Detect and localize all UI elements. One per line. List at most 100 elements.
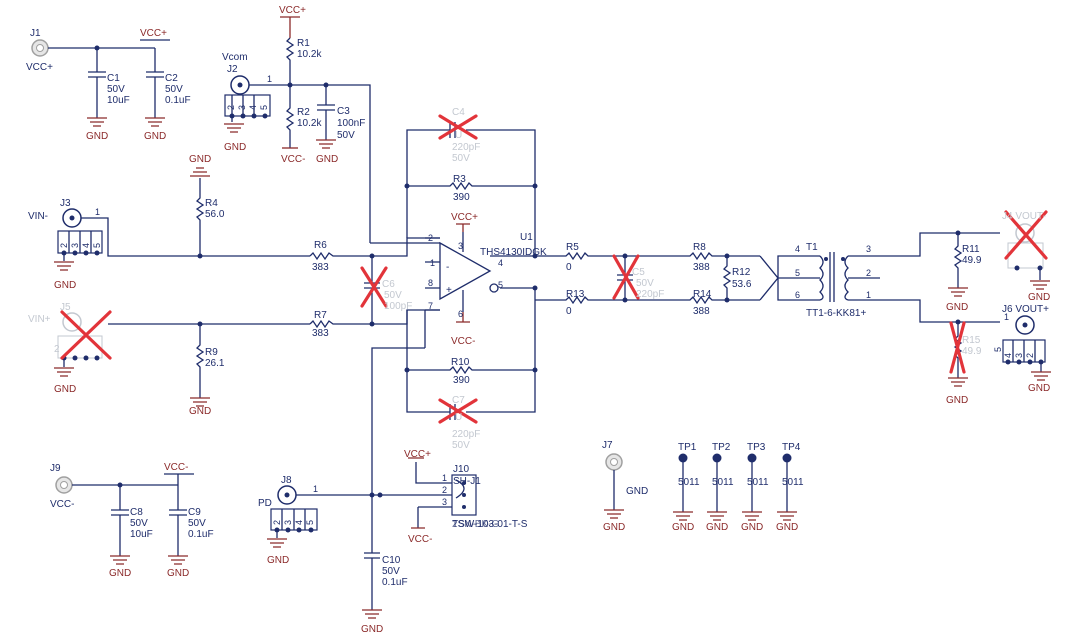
j3-pin-1: 1: [95, 207, 100, 217]
c8-value: 10uF: [130, 529, 153, 540]
vcc-neg-label-j9: VCC-: [164, 462, 188, 473]
r4-value: 56.0: [205, 209, 225, 220]
j1-vcc-pos-supply: [31, 39, 170, 127]
j4-ref: J4 VOUT-: [1002, 211, 1046, 222]
j3-pin-5: 5: [92, 243, 102, 248]
j2-pin-2: 2: [226, 105, 236, 110]
gnd-label-r4: GND: [189, 154, 211, 165]
u1-pin-7: 7: [428, 301, 433, 311]
j3-pin-4: 4: [81, 243, 91, 248]
j1-ref: J1: [30, 28, 41, 39]
tp4-ref: TP4: [782, 442, 801, 453]
c9-value: 0.1uF: [188, 529, 214, 540]
j2-vcom-connector[interactable]: [224, 75, 290, 133]
c2-ref: C2: [165, 73, 178, 84]
c3-value: 100nF: [337, 118, 365, 129]
c4-value: 220pF: [452, 142, 480, 153]
j10-shunt: SH-J1: [453, 476, 481, 487]
c9-voltage: 50V: [188, 518, 206, 529]
c6-voltage: 50V: [384, 290, 402, 301]
r6-input-resistor: [309, 237, 440, 261]
r2-value: 10.2k: [297, 118, 322, 129]
c8-ref: C8: [130, 507, 143, 518]
c10-value: 0.1uF: [382, 577, 408, 588]
j4-vout-neg-connector[interactable]: [1004, 210, 1050, 290]
j8-pin-2: 2: [272, 520, 282, 525]
r8-ref: R8: [693, 242, 706, 253]
tp4-value: 5011: [782, 477, 804, 488]
r9-ref: R9: [205, 347, 218, 358]
j10-part: TSW-103-01-T-S: [452, 519, 528, 530]
c4-ref: C4: [452, 107, 465, 118]
r6-value: 383: [312, 262, 329, 273]
j6-vout-pos-connector[interactable]: [1002, 315, 1051, 381]
j10-pin-3: 3: [442, 497, 447, 507]
r4-termination: [190, 167, 210, 259]
gnd-label-c2: GND: [144, 131, 166, 142]
u1-pin-5: 5: [498, 280, 503, 290]
j8-ref: J8: [281, 475, 292, 486]
gnd-label-j7: GND: [603, 522, 625, 533]
c7-voltage: 50V: [452, 440, 470, 451]
vcc-pos-label-r1: VCC+: [279, 5, 306, 16]
c5-voltage: 50V: [636, 278, 654, 289]
j8-pin-5: 5: [305, 520, 315, 525]
j5-ref: J5: [60, 302, 71, 313]
j8-pin-4: 4: [294, 520, 304, 525]
gnd-label-tp3: GND: [741, 522, 763, 533]
r1-ref: R1: [297, 38, 310, 49]
gnd-label-tp4: GND: [776, 522, 798, 533]
gnd-label-c9: GND: [167, 568, 189, 579]
c6-ref: C6: [382, 279, 395, 290]
j9-ref: J9: [50, 463, 61, 474]
j2-pin-5: 5: [259, 105, 269, 110]
u1-plus: +: [446, 285, 452, 296]
u1-pin-8: 8: [428, 278, 433, 288]
c1-voltage: 50V: [107, 84, 125, 95]
c5-ref: C5: [632, 267, 645, 278]
c7-value: 220pF: [452, 429, 480, 440]
j8-net: PD: [258, 498, 272, 509]
c2-value: 0.1uF: [165, 95, 191, 106]
vcc-neg-label-u1: VCC-: [451, 336, 475, 347]
gnd-label-j2: GND: [224, 142, 246, 153]
r3-value: 390: [453, 192, 470, 203]
r14-value: 388: [693, 306, 710, 317]
u1-part: THS4130IDGK: [480, 247, 547, 258]
gnd-label-j5: GND: [54, 384, 76, 395]
j3-vin-neg-connector[interactable]: [54, 208, 310, 271]
j7-net: GND: [626, 486, 648, 497]
c6-dnp-capacitor: [360, 256, 388, 324]
j5-vin-pos-connector[interactable]: [54, 310, 310, 377]
c4-voltage: 50V: [452, 153, 470, 164]
j10-pd-jumper[interactable]: [408, 457, 477, 529]
j10-part2: 2SN-BK-G: [452, 519, 499, 530]
r12-ref: R12: [732, 267, 751, 278]
tp2-ref: TP2: [712, 442, 731, 453]
r15-value: 49.9: [962, 346, 982, 357]
r11-ref: R11: [962, 244, 980, 255]
c10-ref: C10: [382, 555, 401, 566]
u1-pin-4: 4: [498, 258, 503, 268]
r9-value: 26.1: [205, 358, 225, 369]
tp2-value: 5011: [712, 477, 734, 488]
t1-part: TT1-6-KK81+: [806, 308, 866, 319]
pd-net-and-c10: [362, 310, 426, 619]
j6-pin-2: 2: [1025, 353, 1035, 358]
u1-pin-2: 2: [428, 233, 433, 243]
gnd-label-c8: GND: [109, 568, 131, 579]
feedback-bottom: [404, 285, 538, 424]
j3-net: VIN-: [28, 211, 48, 222]
j6-pin-4: 4: [1003, 353, 1013, 358]
j8-pd-connector[interactable]: [267, 485, 438, 548]
j7-gnd-connector[interactable]: [604, 453, 624, 519]
j8-pin-3: 3: [283, 520, 293, 525]
t1-pin-1: 1: [866, 290, 871, 300]
r7-ref: R7: [314, 310, 327, 321]
t1-pin-3: 3: [866, 244, 871, 254]
j5-net: VIN+: [28, 314, 51, 325]
j5-pin-2: 2: [54, 344, 60, 355]
j2-ref: J2: [227, 64, 238, 75]
c5-value: 220pF: [636, 289, 664, 300]
